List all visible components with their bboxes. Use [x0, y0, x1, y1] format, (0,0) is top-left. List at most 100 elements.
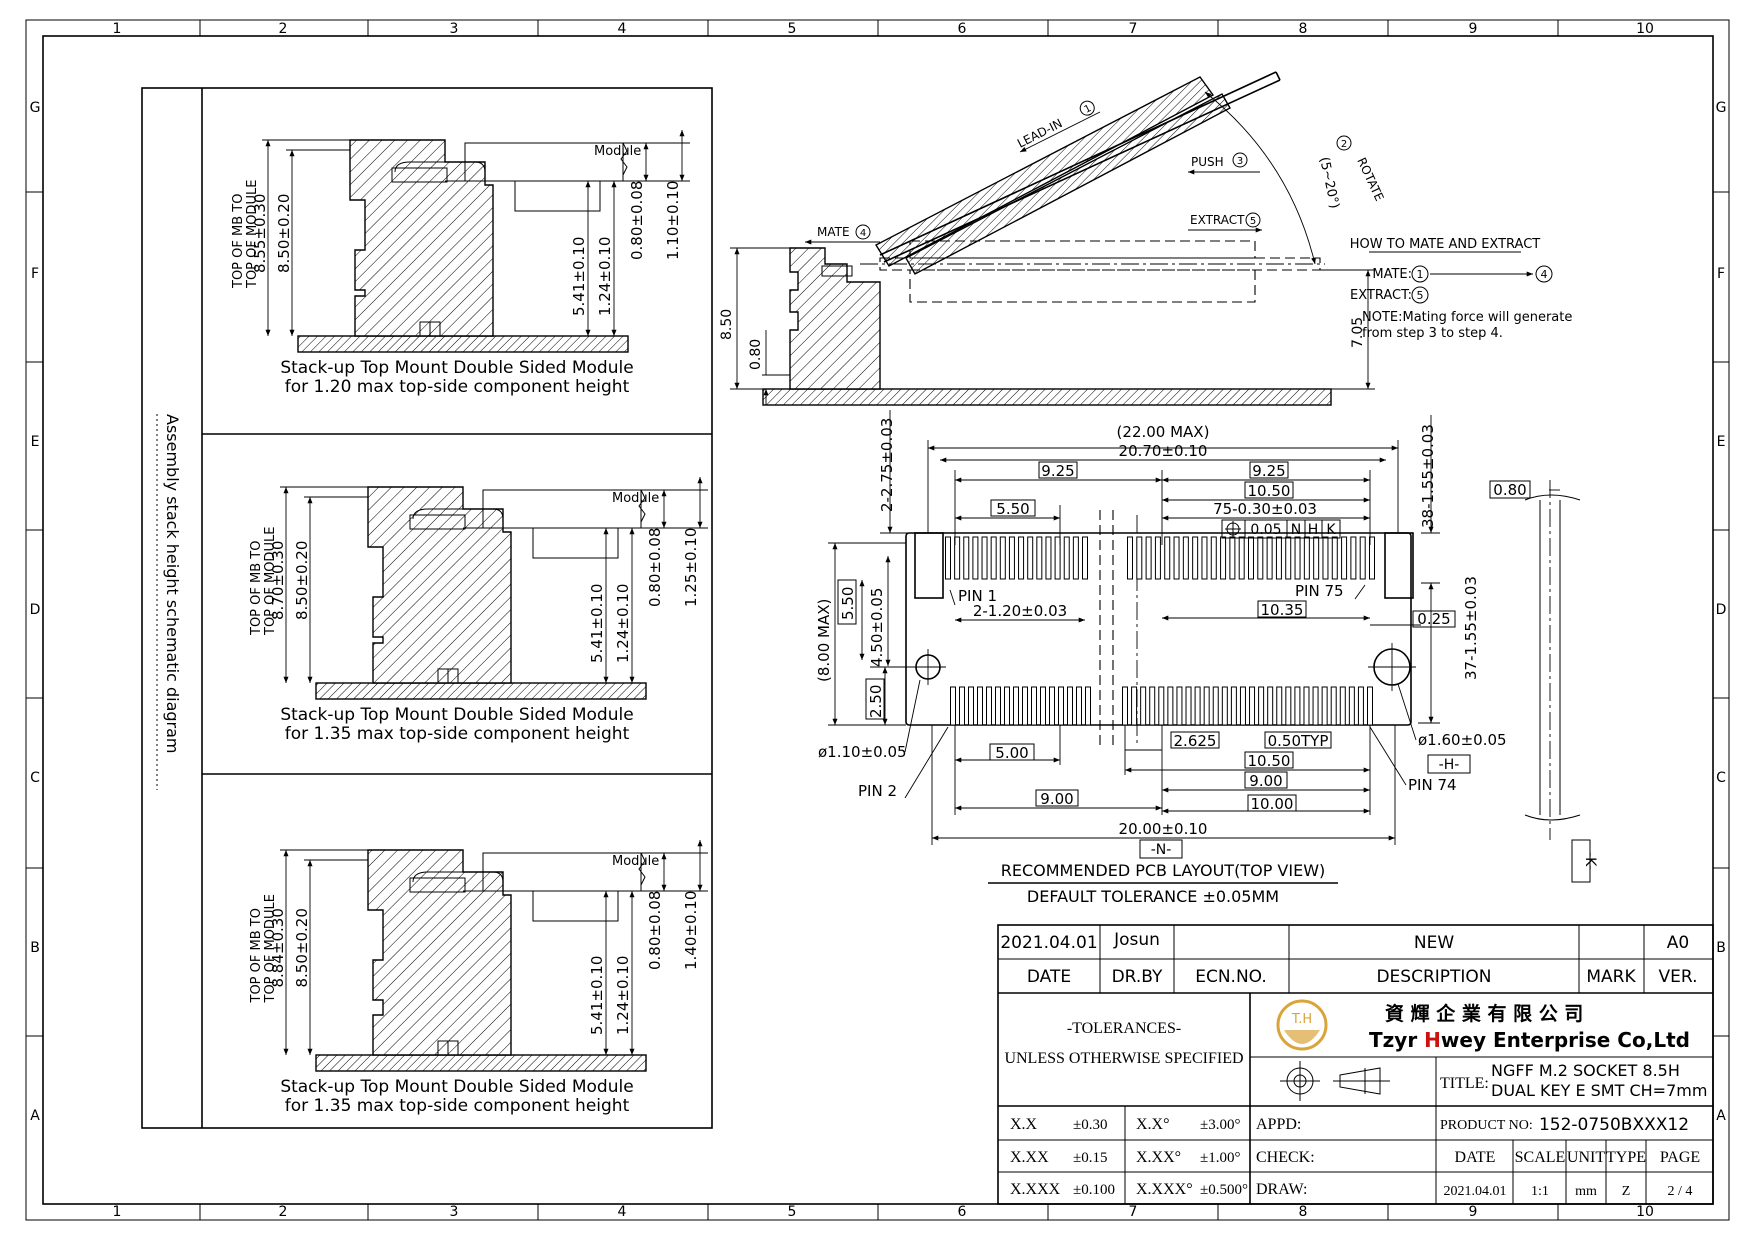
pad — [1212, 686, 1219, 726]
dim-dim-d: 1.25±0.10 — [682, 528, 700, 607]
pad — [1294, 536, 1301, 580]
side-view: LEAD-IN 1 2 ROTATE (5~20°) PUSH 3 EXTRAC… — [719, 71, 1387, 406]
stackup-caption-1: Stack-up Top Mount Double Sided Module — [280, 1077, 633, 1097]
pad — [1145, 536, 1152, 580]
value-unit: mm — [1575, 1184, 1597, 1199]
dim-total: 8.84±0.30 — [269, 908, 287, 987]
grid-col-bottom-8: 8 — [1299, 1204, 1308, 1220]
grid-row-right-E: E — [1717, 434, 1726, 450]
grid-col-bottom-6: 6 — [958, 1204, 967, 1220]
dim-body: 8.50±0.20 — [275, 194, 293, 273]
datum-n: -N- — [1151, 842, 1172, 858]
pad — [1082, 536, 1088, 580]
title-block: 2021.04.01 Josun NEW A0 DATE DR.BY ECN.N… — [997, 924, 1714, 1205]
layout-tolerance: DEFAULT TOLERANCE ±0.05MM — [1027, 887, 1279, 906]
grid-col-top-9: 9 — [1469, 21, 1478, 37]
pad — [1348, 686, 1355, 726]
stackup-caption-2: for 1.35 max top-side component height — [285, 1096, 630, 1116]
tolerance-title: -TOLERANCES- — [1067, 1020, 1181, 1037]
pad — [954, 536, 961, 580]
value-type: Z — [1622, 1184, 1631, 1199]
layout-title: RECOMMENDED PCB LAYOUT(TOP VIEW) — [1001, 861, 1326, 880]
tolerance-subtitle: UNLESS OTHERWISE SPECIFIED — [1004, 1050, 1243, 1067]
grid-col-bottom-2: 2 — [279, 1204, 288, 1220]
hdr-date-2: DATE — [1455, 1149, 1496, 1166]
top-label-2: TOP OF MODULE — [263, 527, 278, 636]
pad — [1194, 686, 1201, 726]
pad — [1331, 536, 1338, 580]
datum-h: -H- — [1439, 757, 1460, 773]
grid-row-right-F: F — [1717, 266, 1725, 282]
tol-value-1: ±0.100 — [1073, 1182, 1115, 1198]
dim-dim-b: 1.24±0.10 — [614, 584, 632, 663]
pad — [1154, 536, 1161, 580]
top-label-1: TOP OF MB TO — [249, 541, 264, 636]
pad — [1248, 536, 1254, 580]
dim-dim-a: 5.41±0.10 — [570, 237, 588, 316]
pad — [1275, 536, 1282, 580]
top-label-1: TOP OF MB TO — [231, 194, 246, 289]
pad — [1122, 686, 1128, 726]
tol-key-1: X.XX — [1010, 1149, 1049, 1166]
pad — [1350, 536, 1357, 580]
how-to-note-2: from step 3 to step 4. — [1362, 326, 1503, 341]
grid-row-left-E: E — [31, 434, 40, 450]
pad — [1238, 536, 1245, 580]
rotate-label: ROTATE — [1354, 155, 1386, 203]
pad — [1220, 536, 1227, 580]
pad — [1249, 686, 1256, 726]
pad — [1176, 686, 1183, 726]
pad — [1076, 686, 1082, 726]
grid-row-left-F: F — [31, 266, 39, 282]
company-chinese: 資 輝 企 業 有 限 公 司 — [1385, 1002, 1583, 1025]
pad — [1013, 686, 1019, 726]
grid-col-top-1: 1 — [113, 21, 122, 37]
pad — [1210, 536, 1217, 580]
push-label: PUSH — [1191, 155, 1224, 169]
grid-col-top-2: 2 — [279, 21, 288, 37]
dim-1050-top: 10.50 — [1248, 482, 1291, 500]
grid-row-right-G: G — [1716, 100, 1727, 116]
dim-max-8: (8.00 MAX) — [815, 599, 833, 682]
tol-value-1: ±0.15 — [1073, 1150, 1107, 1166]
datum-k: -K- — [1582, 852, 1598, 870]
pad — [995, 686, 1001, 726]
pad — [1267, 686, 1274, 726]
hdr-drby: DR.BY — [1112, 967, 1163, 987]
grid-col-bottom-1: 1 — [113, 1204, 122, 1220]
pin-2-label: PIN 2 — [858, 782, 897, 800]
company-logo: T.H — [1276, 999, 1328, 1051]
dim-body: 8.50±0.20 — [293, 541, 311, 620]
pad — [986, 686, 992, 726]
pad — [1040, 686, 1046, 726]
pad — [1182, 536, 1189, 580]
module-label: Module — [594, 144, 641, 159]
pad — [1164, 536, 1171, 580]
hole-right-dim: ø1.60±0.05 — [1418, 731, 1507, 749]
dim-75-pitch: 75-0.30±0.03 — [1213, 500, 1317, 518]
pad — [1031, 686, 1037, 726]
pad — [1258, 686, 1265, 726]
logo-text: T.H — [1291, 1012, 1312, 1027]
dim-dim-b: 1.24±0.10 — [614, 956, 632, 1035]
dim-dim-b: 1.24±0.10 — [596, 237, 614, 316]
pad — [1045, 536, 1052, 580]
pad — [1357, 686, 1364, 726]
pad — [1018, 536, 1025, 580]
pad — [1312, 686, 1319, 726]
pad — [1167, 686, 1174, 726]
module-label: Module — [612, 854, 659, 869]
tol-key-2: X.X° — [1136, 1116, 1170, 1133]
tol-value-2: ±1.00° — [1200, 1150, 1240, 1166]
pad — [1185, 686, 1192, 726]
dim-dim-c: 0.80±0.08 — [646, 891, 664, 970]
pad — [950, 686, 956, 726]
hdr-ecn: ECN.NO. — [1195, 967, 1267, 987]
svg-text:1: 1 — [1083, 103, 1094, 116]
pin-75-label: PIN 75 — [1295, 582, 1344, 600]
grid-col-bottom-5: 5 — [788, 1204, 797, 1220]
